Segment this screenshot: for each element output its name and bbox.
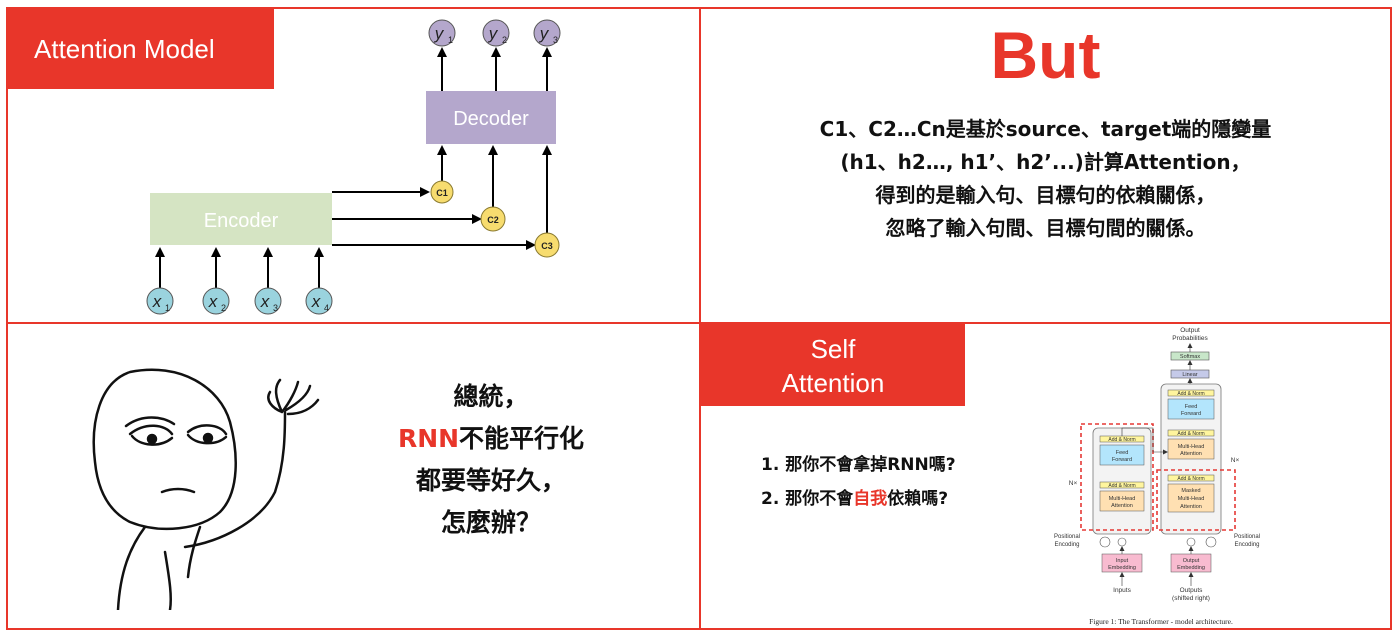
svg-text:Add & Norm: Add & Norm [1108, 483, 1135, 489]
question-list: 1. 那你不會拿掉RNN嗎? 2. 那你不會自我依賴嗎? [761, 448, 956, 516]
svg-text:x: x [152, 292, 162, 311]
question-2: 2. 那你不會自我依賴嗎? [761, 482, 956, 516]
decoder-box [426, 91, 556, 144]
attention-diagram: Encoder Decoder [146, 19, 561, 315]
but-title: But [990, 18, 1101, 92]
but-line-3: 得到的是輸入句、目標句的依賴關係， [875, 183, 1216, 207]
but-panel: But C1、C2…Cn是基於source、target端的隱變量 (h1、h2… [699, 7, 1392, 325]
context-node-c3: C3 [534, 232, 560, 258]
svg-text:C2: C2 [487, 215, 499, 225]
svg-text:x: x [260, 292, 270, 311]
svg-text:Attention: Attention [1180, 451, 1202, 457]
context-node-c1: C1 [430, 180, 454, 204]
but-line-4: 忽略了輸入句間、目標句間的關係。 [885, 216, 1206, 240]
encoder-box [150, 193, 332, 245]
rnn-line-3: 都要等好久， [415, 466, 566, 495]
attention-model-label: Attention Model [8, 9, 274, 89]
svg-text:N×: N× [1231, 457, 1240, 464]
x-node-2: x 2 [202, 287, 230, 315]
svg-text:Encoding: Encoding [1234, 542, 1259, 548]
x-node-1: x 1 [146, 287, 174, 315]
svg-text:Embedding: Embedding [1177, 565, 1205, 571]
svg-text:(shifted right): (shifted right) [1172, 595, 1210, 602]
y-node-2: y 2 [482, 19, 510, 47]
self-attention-panel: Self Attention 1. 那你不會拿掉RNN嗎? 2. 那你不會自我依… [699, 322, 1392, 630]
y-node-1: y 1 [428, 19, 456, 47]
svg-text:2: 2 [502, 35, 507, 45]
encoder-label: Encoder [204, 210, 279, 232]
question-2-post: 依賴嗎? [887, 489, 949, 509]
question-2-highlight: 自我 [853, 489, 888, 509]
svg-text:Positional: Positional [1234, 534, 1260, 540]
rnn-line-4: 怎麼辦？ [440, 508, 541, 537]
svg-text:Outputs: Outputs [1180, 587, 1204, 594]
svg-text:N×: N× [1069, 480, 1078, 487]
rnn-keyword: RNN [397, 424, 460, 453]
svg-text:Forward: Forward [1112, 457, 1132, 463]
svg-text:x: x [208, 292, 218, 311]
transformer-architecture-figure: Output Probabilities Softmax Linear Add … [1054, 327, 1260, 626]
svg-text:Embedding: Embedding [1108, 565, 1136, 571]
rage-face-drawing [92, 368, 320, 610]
svg-text:3: 3 [273, 303, 278, 313]
svg-text:Add & Norm: Add & Norm [1177, 476, 1204, 482]
svg-text:Linear: Linear [1182, 372, 1197, 378]
svg-text:C1: C1 [436, 188, 448, 198]
svg-text:Attention: Attention [1180, 504, 1202, 510]
svg-text:Positional: Positional [1054, 534, 1080, 540]
svg-text:Output: Output [1180, 327, 1200, 334]
decoder-label: Decoder [453, 108, 529, 130]
attention-model-panel: Encoder Decoder [6, 7, 701, 325]
svg-text:Input: Input [1116, 558, 1129, 564]
svg-text:x: x [311, 292, 321, 311]
svg-text:Softmax: Softmax [1180, 354, 1200, 360]
question-2-pre: 2. 那你不會 [761, 489, 854, 509]
y-node-3: y 3 [533, 19, 561, 47]
svg-text:Encoding: Encoding [1054, 542, 1079, 548]
figure-caption: Figure 1: The Transformer - model archit… [1089, 617, 1233, 626]
rnn-question: 總統， RNN不能平行化 都要等好久， 怎麼辦？ [326, 376, 656, 544]
svg-text:Probabilities: Probabilities [1172, 335, 1208, 342]
svg-text:Multi-Head: Multi-Head [1109, 496, 1136, 502]
svg-text:Add & Norm: Add & Norm [1177, 431, 1204, 437]
rnn-line-2-rest: 不能平行化 [459, 424, 585, 453]
x-node-4: x 4 [305, 287, 333, 315]
svg-text:Feed: Feed [1116, 450, 1129, 456]
but-body: C1、C2…Cn是基於source、target端的隱變量 (h1、h2…, h… [701, 113, 1390, 245]
svg-text:y: y [434, 24, 445, 43]
self-attention-label-line-1: Self [810, 334, 856, 364]
self-attention-label-line-2: Attention [781, 368, 885, 398]
svg-text:Add & Norm: Add & Norm [1177, 391, 1204, 397]
svg-text:Multi-Head: Multi-Head [1178, 444, 1205, 450]
svg-text:Multi-Head: Multi-Head [1178, 496, 1205, 502]
but-line-1: C1、C2…Cn是基於source、target端的隱變量 [819, 117, 1272, 141]
but-line-2: (h1、h2…, h1’、h2’...)計算Attention， [840, 150, 1251, 174]
svg-text:Attention: Attention [1111, 503, 1133, 509]
svg-text:3: 3 [553, 35, 558, 45]
svg-text:Output: Output [1183, 558, 1200, 564]
svg-text:C3: C3 [541, 241, 553, 251]
svg-text:Masked: Masked [1181, 488, 1200, 494]
svg-text:1: 1 [448, 35, 453, 45]
context-node-c2: C2 [480, 206, 506, 232]
svg-text:y: y [488, 24, 499, 43]
svg-text:Add & Norm: Add & Norm [1108, 437, 1135, 443]
svg-text:2: 2 [221, 303, 226, 313]
svg-text:1: 1 [165, 303, 170, 313]
rnn-line-2: RNN不能平行化 [326, 418, 656, 460]
self-attention-label: Self Attention [701, 324, 965, 406]
svg-text:Inputs: Inputs [1113, 587, 1131, 594]
rnn-line-1: 總統， [453, 382, 529, 411]
question-1: 1. 那你不會拿掉RNN嗎? [761, 455, 956, 475]
svg-text:4: 4 [324, 303, 329, 313]
x-node-3: x 3 [254, 287, 282, 315]
svg-text:Feed: Feed [1185, 404, 1198, 410]
svg-text:y: y [539, 24, 550, 43]
rnn-panel: 總統， RNN不能平行化 都要等好久， 怎麼辦？ [6, 322, 701, 630]
svg-text:Forward: Forward [1181, 411, 1201, 417]
